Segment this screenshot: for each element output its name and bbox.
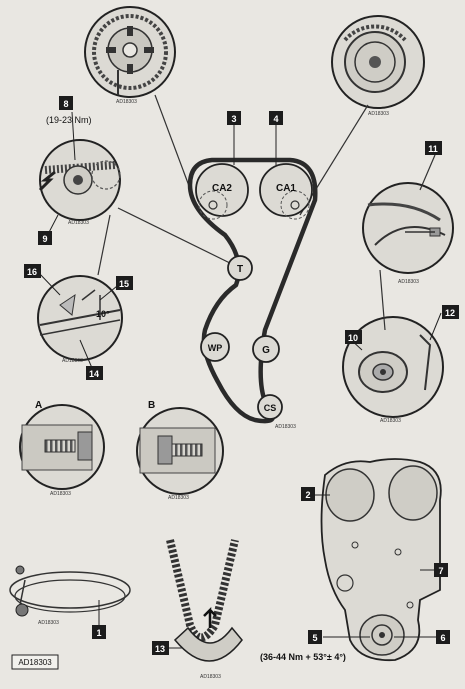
inset-code-main: AD18303 (275, 424, 296, 430)
pulley-cs-label: CS (264, 403, 277, 413)
label-a: A (35, 400, 42, 411)
svg-text:15: 15 (119, 279, 129, 289)
svg-text:7: 7 (438, 566, 443, 576)
cable-inset: AD18303 (9, 565, 131, 626)
inset-tensioner: AD18303 (38, 139, 121, 226)
callout-10: 10 (345, 330, 362, 344)
inset-b: B AD18303 (136, 400, 224, 501)
inset-code-cable: AD18303 (38, 620, 59, 626)
callout-13: 13 (152, 641, 169, 655)
pulley-g-label: G (262, 345, 270, 356)
inset-code-tensioner: AD18303 (68, 220, 89, 226)
callout-9: 9 (38, 231, 52, 245)
inset-code-top-left: AD18303 (116, 99, 137, 105)
inset-a: A AD18303 (19, 400, 105, 497)
inset-timing-mark: 10° AD18303 (37, 275, 123, 364)
figure-id: AD18303 (11, 654, 59, 670)
svg-text:9: 9 (42, 234, 47, 244)
svg-text:12: 12 (445, 308, 455, 318)
svg-text:6: 6 (440, 633, 445, 643)
callout-6: 6 (436, 630, 450, 644)
svg-text:11: 11 (428, 144, 438, 154)
inset-code-top-right: AD18303 (368, 111, 389, 117)
callout-3: 3 (227, 111, 241, 125)
inset-code-belt: AD18303 (200, 674, 221, 680)
pulley-ca1-label: CA1 (276, 183, 296, 194)
callout-2: 2 (301, 487, 315, 501)
callout-7: 7 (434, 563, 448, 577)
inset-right-mid: AD18303 (362, 182, 454, 285)
callout-5: 5 (308, 630, 322, 644)
inset-code-a: AD18303 (50, 491, 71, 497)
svg-text:4: 4 (273, 114, 278, 124)
callout-15: 15 (116, 276, 133, 290)
svg-text:3: 3 (231, 114, 236, 124)
pulley-wp-label: WP (208, 343, 223, 353)
callouts: 3 4 8 9 11 16 15 14 12 10 2 7 5 6 13 1 (24, 96, 459, 655)
torque-spec-8: (19-23 Nm) (46, 115, 92, 125)
svg-text:10: 10 (348, 333, 358, 343)
svg-text:8: 8 (63, 99, 68, 109)
inset-code-right-lower: AD18303 (380, 418, 401, 424)
pulley-t-label: T (237, 264, 243, 275)
belt-inset: AD18303 (166, 539, 243, 680)
label-b: B (148, 400, 155, 411)
inset-top-left: AD18303 (84, 6, 176, 105)
inset-code-mark: AD18303 (62, 358, 83, 364)
inset-top-right: AD18303 (331, 15, 425, 117)
inset-right-lower: AD18303 (342, 316, 444, 424)
callout-leaders (37, 111, 442, 649)
main-belt-diagram: CA2 CA1 T WP G CS AD18303 (187, 157, 318, 430)
inset-code-b: AD18303 (168, 495, 189, 501)
svg-text:2: 2 (305, 490, 310, 500)
callout-11: 11 (425, 141, 442, 155)
svg-text:5: 5 (312, 633, 317, 643)
callout-4: 4 (269, 111, 283, 125)
figure-id-text: AD18303 (18, 658, 52, 667)
torque-spec-5: (36-44 Nm + 53°± 4°) (260, 652, 346, 662)
angle-label: 10° (96, 309, 110, 319)
callout-12: 12 (442, 305, 459, 319)
callout-8: 8 (59, 96, 73, 110)
timing-cover (320, 458, 442, 662)
svg-text:1: 1 (96, 628, 101, 638)
pulley-ca2-label: CA2 (212, 183, 232, 194)
callout-14: 14 (86, 366, 103, 380)
svg-text:14: 14 (89, 369, 99, 379)
svg-text:13: 13 (155, 644, 165, 654)
callout-16: 16 (24, 264, 41, 278)
svg-text:16: 16 (27, 267, 37, 277)
callout-1: 1 (92, 625, 106, 639)
inset-code-right-mid: AD18303 (398, 279, 419, 285)
